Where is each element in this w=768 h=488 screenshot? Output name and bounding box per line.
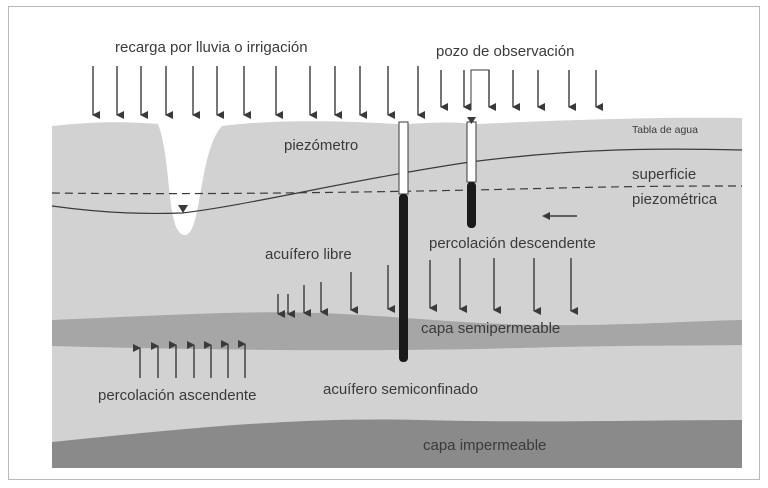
downward-percolation-arrows — [277, 258, 578, 318]
label-piezometric-surface-2: piezométrica — [632, 191, 718, 208]
label-semiconfined-aquifer: acuífero semiconfinado — [323, 381, 478, 398]
piezometer-well-casing — [398, 121, 409, 195]
water-level-marker-icon — [178, 205, 188, 213]
piezometer-well-screen — [399, 194, 408, 362]
observation-well-screen — [467, 182, 476, 228]
water-table-line — [51, 148, 743, 215]
label-upward-percolation: percolación ascendente — [98, 387, 256, 404]
flow-direction-arrow-head-icon — [542, 212, 550, 220]
label-recharge: recarga por lluvia o irrigación — [115, 39, 308, 56]
label-downward-percolation: percolación descendente — [429, 235, 596, 252]
recharge-arrows — [92, 66, 603, 119]
label-piezometer: piezómetro — [284, 137, 358, 154]
label-unconfined-aquifer: acuífero libre — [265, 246, 352, 263]
piezometric-surface-line — [51, 185, 743, 195]
observation-well-casing — [466, 121, 477, 183]
observation-well-pointer — [470, 69, 490, 110]
upward-percolation-arrows — [133, 340, 246, 378]
unconfined-aquifer-layer — [52, 117, 742, 326]
semiconfined-aquifer-layer — [52, 343, 742, 442]
observation-well-level-marker-icon — [467, 117, 476, 124]
label-observation-well: pozo de observación — [436, 43, 574, 60]
label-water-table: Tabla de agua — [632, 124, 698, 136]
impermeable-layer — [52, 417, 742, 468]
label-piezometric-surface-1: superficie — [632, 166, 696, 183]
label-semipermeable-layer: capa semipermeable — [421, 320, 560, 337]
label-impermeable-layer: capa impermeable — [423, 437, 546, 454]
